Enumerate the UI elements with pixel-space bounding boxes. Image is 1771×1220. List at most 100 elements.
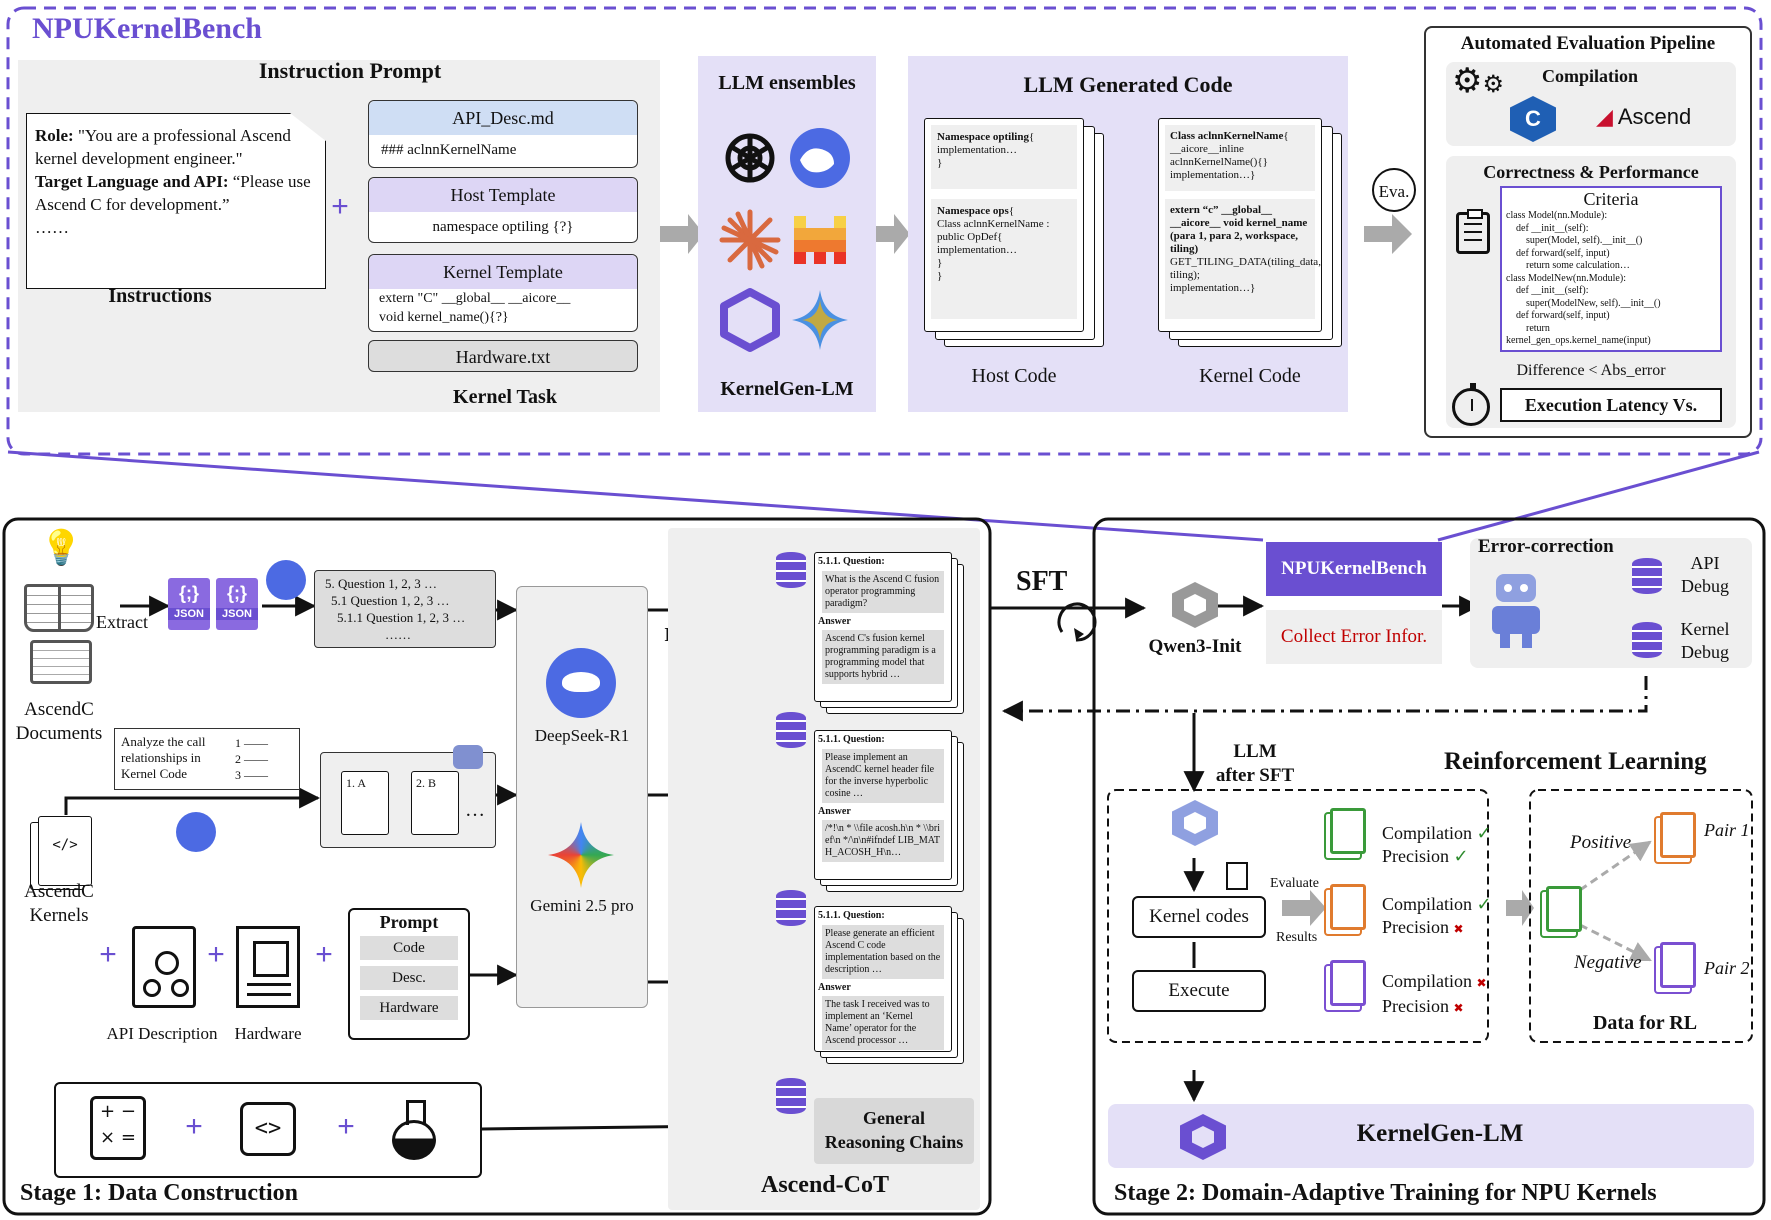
database-icon-kernel <box>1632 622 1662 658</box>
extract-label: Extract <box>96 612 148 632</box>
kernel-code-doc: Class aclnnKernelName{ __aicore__inline … <box>1158 118 1322 332</box>
criteria-code-line: super(ModelNew, self).__init__() <box>1506 297 1661 309</box>
calculator-icon: + −× = <box>90 1096 146 1160</box>
result3-precision: Precision <box>1382 996 1449 1016</box>
host-code-label: Host Code <box>971 365 1057 387</box>
positive-label: Positive <box>1570 832 1632 853</box>
analyze-text: Analyze the call relationships in Kernel… <box>121 734 206 781</box>
docs-ab-box: 1. A 2. B … <box>320 745 496 848</box>
cross-icon: ✖ <box>1476 976 1487 990</box>
result1-precision: Precision <box>1382 846 1449 866</box>
database-icon-3 <box>776 890 806 926</box>
analyze-box: Analyze the call relationships in Kernel… <box>114 728 300 790</box>
host-template-card: Host Template namespace optiling {?} <box>368 177 638 243</box>
criteria-code-line: class Model(nn.Module): <box>1506 210 1608 221</box>
host-snip1-body: implementation… } <box>937 144 1018 169</box>
hardware-label: Hardware <box>234 1024 302 1043</box>
chip-icon <box>236 926 300 1008</box>
doc-b: 2. B <box>411 771 459 835</box>
pipeline-heading: Automated Evaluation Pipeline <box>1460 33 1716 54</box>
api-diagram-icon <box>132 926 196 1008</box>
criteria-code-line: class ModelNew(nn.Module): <box>1506 272 1626 284</box>
book-icon <box>30 640 92 684</box>
kernel-template-card: Kernel Template extern "C" __global__ __… <box>368 254 638 332</box>
result-3: Compilation ✖ Precision ✖ <box>1382 970 1487 1020</box>
card3-qtext: Please generate an efficient Ascend C co… <box>822 925 944 979</box>
database-icon-4 <box>776 1078 806 1114</box>
evaluate-label: Evaluate <box>1270 876 1319 891</box>
card2-a: Answer <box>818 806 851 817</box>
host-code-doc: Namespace optiling{ implementation… } Na… <box>924 118 1084 332</box>
database-icon-2 <box>776 712 806 748</box>
json-label-1: JSON <box>168 608 210 620</box>
kernel-file-icon: </> <box>38 816 92 886</box>
criteria-title: Criteria <box>1583 189 1639 209</box>
check-icon: ✓ <box>1453 846 1469 867</box>
code-brackets-icon: <> <box>240 1102 296 1156</box>
check-icon: ✓ <box>1476 823 1492 844</box>
difference-label: Difference < Abs_error <box>1516 362 1666 379</box>
list-num-2: 2 <box>235 752 241 766</box>
npukernelbench-box: NPUKernelBench <box>1266 542 1442 596</box>
criteria-box: Criteria class Model(nn.Module): def __i… <box>1500 186 1722 352</box>
compilation-label: Compilation <box>1541 66 1638 86</box>
criteria-code-line: return <box>1506 322 1550 334</box>
host-template-title: Host Template <box>369 178 637 212</box>
criteria-code-line: def forward(self, input) <box>1506 247 1610 259</box>
json-icon-1: {;} JSON <box>168 578 210 630</box>
docs-dots: … <box>465 799 485 821</box>
role-text: "You are a professional Ascend kernel de… <box>35 126 291 168</box>
top-title: NPUKernelBench <box>32 12 262 45</box>
results-label: Results <box>1276 930 1318 945</box>
gemini-label: Gemini 2.5 pro <box>530 896 634 915</box>
card1-q: 5.1.1. Question: <box>818 556 885 567</box>
robot-small-icon <box>453 745 483 769</box>
card2-q: 5.1.1. Question: <box>818 734 885 745</box>
target-label: Target Language and API: <box>35 172 229 191</box>
lightbulb-icon: 💡 <box>40 528 83 568</box>
execute-box: Execute <box>1132 970 1266 1012</box>
qwen-rl-icon <box>1172 800 1218 846</box>
ascend-logo: ◢ Ascend <box>1596 104 1691 130</box>
instruction-note: Role: "You are a professional Ascend ker… <box>26 113 326 289</box>
deepseek-small-icon-1 <box>266 560 306 600</box>
gears-icon: ⚙⚙ <box>1452 61 1504 101</box>
question-line-2: 5.1 Question 1, 2, 3 … <box>331 593 450 608</box>
criteria-code-line: def forward(self, input) <box>1506 310 1610 321</box>
cross-icon: ✖ <box>1453 1001 1464 1015</box>
host-snip2-body: Class aclnnKernelName : public OpDef{ im… <box>937 218 1050 282</box>
kernelgen-label: KernelGen-LM <box>1356 1120 1524 1147</box>
questions-box: 5. Question 1, 2, 3 … 5.1 Question 1, 2,… <box>314 570 496 648</box>
sft-label: SFT <box>1016 566 1068 597</box>
ascendc-documents-label: AscendC Documents <box>15 699 103 744</box>
card1-qtext: What is the Ascend C fusion operator pro… <box>822 571 944 613</box>
green-file-icon <box>1330 808 1366 854</box>
plus-sign: + <box>331 190 349 223</box>
role-label: Role: <box>35 126 74 145</box>
qwen-init-label: Qwen3-Init <box>1148 636 1242 657</box>
deepseek-small-icon-2 <box>176 812 216 852</box>
card3-q: 5.1.1. Question: <box>818 910 885 921</box>
criteria-code-line: kernel_gen_ops.kernel_name(input) <box>1506 335 1651 346</box>
host-snip1-title: Namespace optiling <box>937 131 1029 143</box>
instruction-prompt-heading: Instruction Prompt <box>258 58 442 83</box>
prompt-hardware: Hardware <box>360 996 458 1020</box>
card2-qtext: Please implement an AscendC kernel heade… <box>822 749 944 803</box>
json-label-2: JSON <box>216 608 258 620</box>
generated-code-heading: LLM Generated Code <box>1023 72 1233 97</box>
question-line-4: …… <box>385 627 411 642</box>
doc-a: 1. A <box>341 771 389 835</box>
api-desc-sub: ### aclnnKernelName <box>381 142 517 158</box>
kernel-snip2-body: GET_TILING_DATA(tiling_data, tiling); im… <box>1170 256 1321 294</box>
stage1-label: Stage 1: Data Construction <box>20 1180 298 1206</box>
plus-2: + <box>207 938 225 971</box>
qwen-init-icon <box>1172 582 1218 628</box>
deepseek-r1-label: DeepSeek-R1 <box>534 726 630 745</box>
purple-file-icon-rl <box>1660 942 1696 988</box>
eva-badge: Eva. <box>1372 168 1416 212</box>
result1-compilation: Compilation <box>1382 823 1472 843</box>
card1-atext: Ascend C's fusion kernel programming par… <box>822 630 944 684</box>
qa-card-3: 5.1.1. Question: Please generate an effi… <box>814 906 952 1052</box>
